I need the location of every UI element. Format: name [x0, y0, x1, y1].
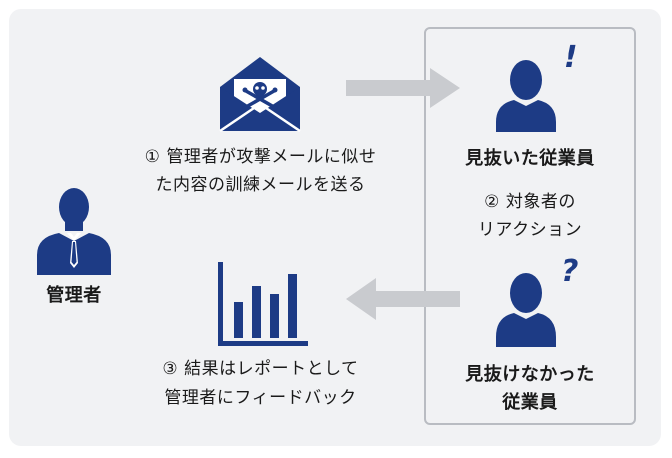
step2-line2: リアクション	[477, 220, 583, 240]
employee-reaction-box	[424, 27, 636, 425]
diagram-panel	[9, 9, 661, 446]
step3-line1: ③ 結果はレポートとして	[162, 359, 359, 379]
person-exclamation-icon	[492, 42, 582, 132]
missed-employee-line1: 見抜けなかった	[465, 364, 595, 385]
person-question-icon	[492, 257, 582, 347]
step2-line1: ② 対象者の	[484, 192, 576, 212]
found-employee-label: 見抜いた従業員	[465, 148, 595, 169]
attack-envelope-skull-icon	[218, 53, 302, 133]
step1-line2: た内容の訓練メールを送る	[155, 175, 366, 195]
question-mark: ?	[561, 254, 579, 289]
exclamation-mark: !	[563, 40, 579, 75]
arrow-left-icon	[346, 278, 460, 320]
step3-line2: 管理者にフィードバック	[164, 388, 357, 408]
person-with-tie-icon	[33, 183, 115, 278]
step1-line1: ① 管理者が攻撃メールに似せ	[144, 147, 377, 167]
admin-label: 管理者	[46, 285, 102, 306]
arrow-right-icon	[346, 68, 460, 108]
missed-employee-line2: 従業員	[502, 392, 558, 413]
bar-chart-icon	[218, 262, 308, 346]
